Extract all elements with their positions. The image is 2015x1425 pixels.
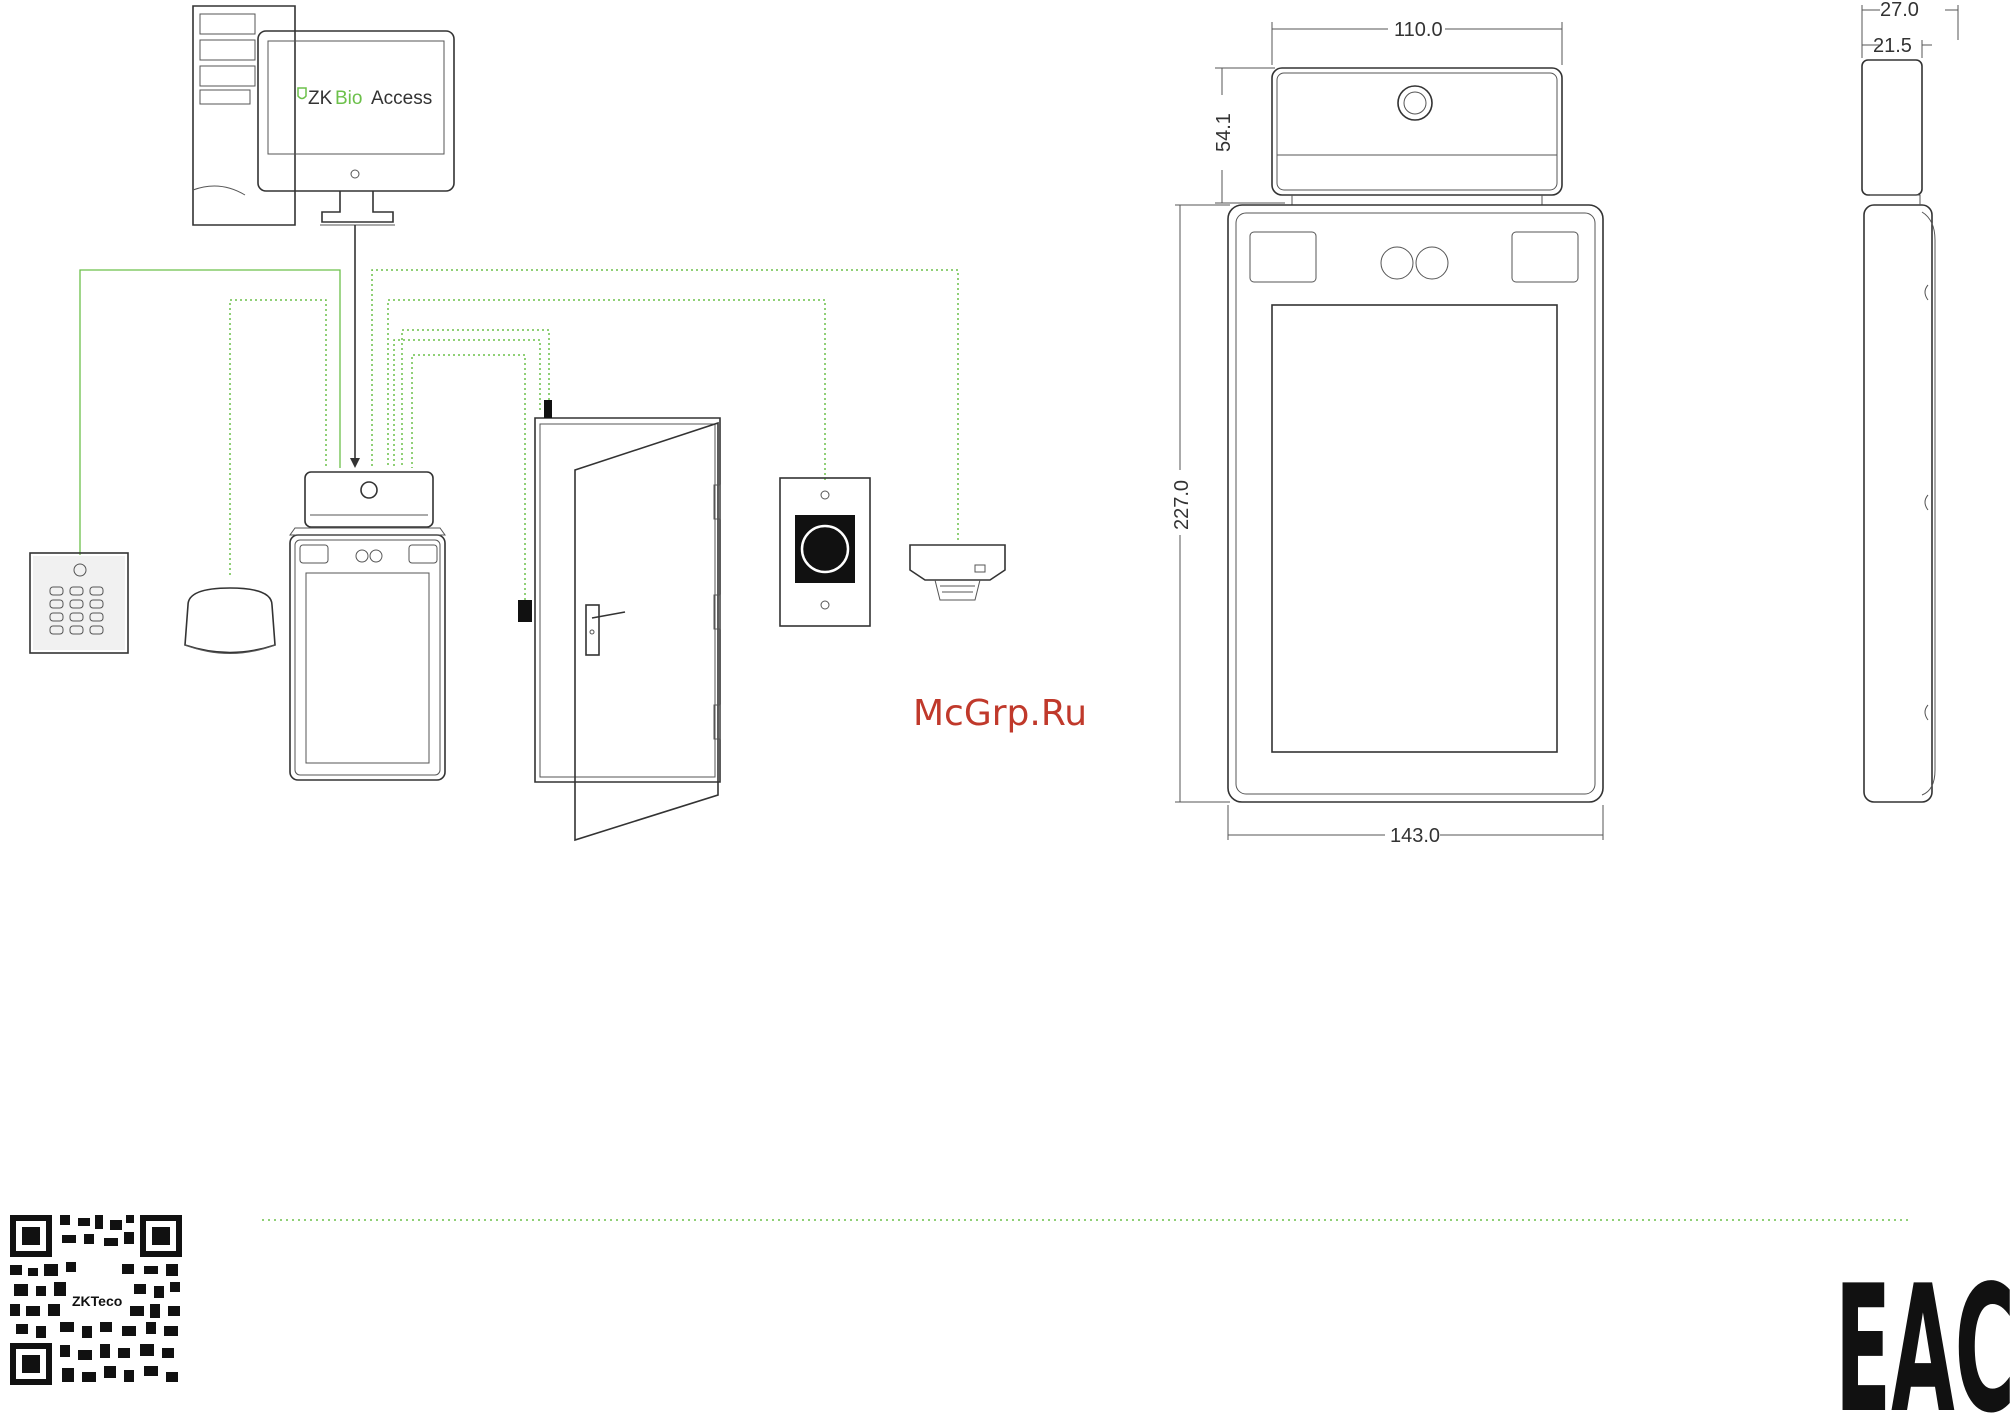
dim-top-height: 54.1 bbox=[1213, 113, 1235, 152]
shield-icon bbox=[298, 88, 306, 99]
zkbio-access-logo: ZK Bio Access bbox=[298, 88, 432, 109]
qr-code: ZKTeco bbox=[8, 1212, 184, 1388]
eac-certification-mark: EAC bbox=[1835, 1249, 2015, 1425]
dim-body-height: 227.0 bbox=[1171, 480, 1193, 530]
wire-exit-button bbox=[388, 300, 825, 480]
monitor: ZK Bio Access bbox=[258, 31, 454, 225]
pc-tower bbox=[193, 6, 295, 225]
keypad-reader bbox=[30, 553, 128, 653]
side-view-drawing: 27.0 21.5 bbox=[1862, 0, 1958, 802]
wire-reader bbox=[80, 270, 340, 555]
wire-siren bbox=[230, 300, 326, 575]
software-brand-zk: ZK bbox=[308, 88, 333, 109]
wire-lock bbox=[402, 330, 549, 468]
software-brand-bio: Bio bbox=[335, 88, 362, 109]
dim-depth-body: 21.5 bbox=[1873, 35, 1912, 57]
dim-depth-total: 27.0 bbox=[1880, 0, 1919, 21]
qr-brand-logo: ZKTeco bbox=[72, 1293, 122, 1309]
watermark: McGrp.Ru bbox=[913, 693, 1087, 734]
face-terminal-small bbox=[290, 472, 445, 780]
dim-top-width: 110.0 bbox=[1394, 19, 1443, 41]
software-brand-access: Access bbox=[371, 88, 432, 109]
dim-body-width: 143.0 bbox=[1390, 825, 1440, 847]
exit-button bbox=[780, 478, 870, 626]
alarm-siren bbox=[185, 588, 275, 654]
door bbox=[518, 400, 720, 840]
smoke-detector bbox=[910, 545, 1005, 600]
front-view-drawing: 110.0 54.1 227.0 143.0 bbox=[1171, 19, 1603, 847]
